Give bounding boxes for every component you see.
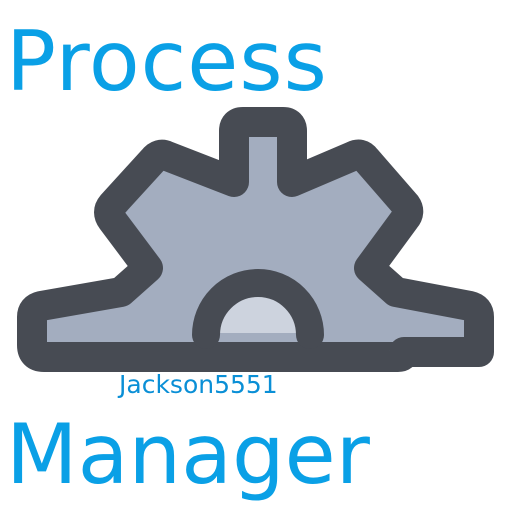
gear-body xyxy=(17,107,494,372)
app-title-line2: Manager xyxy=(6,406,370,503)
app-title-line1: Process xyxy=(6,13,328,110)
gear-hub-ring xyxy=(192,269,324,349)
author-credit: Jackson5551 xyxy=(119,370,278,399)
